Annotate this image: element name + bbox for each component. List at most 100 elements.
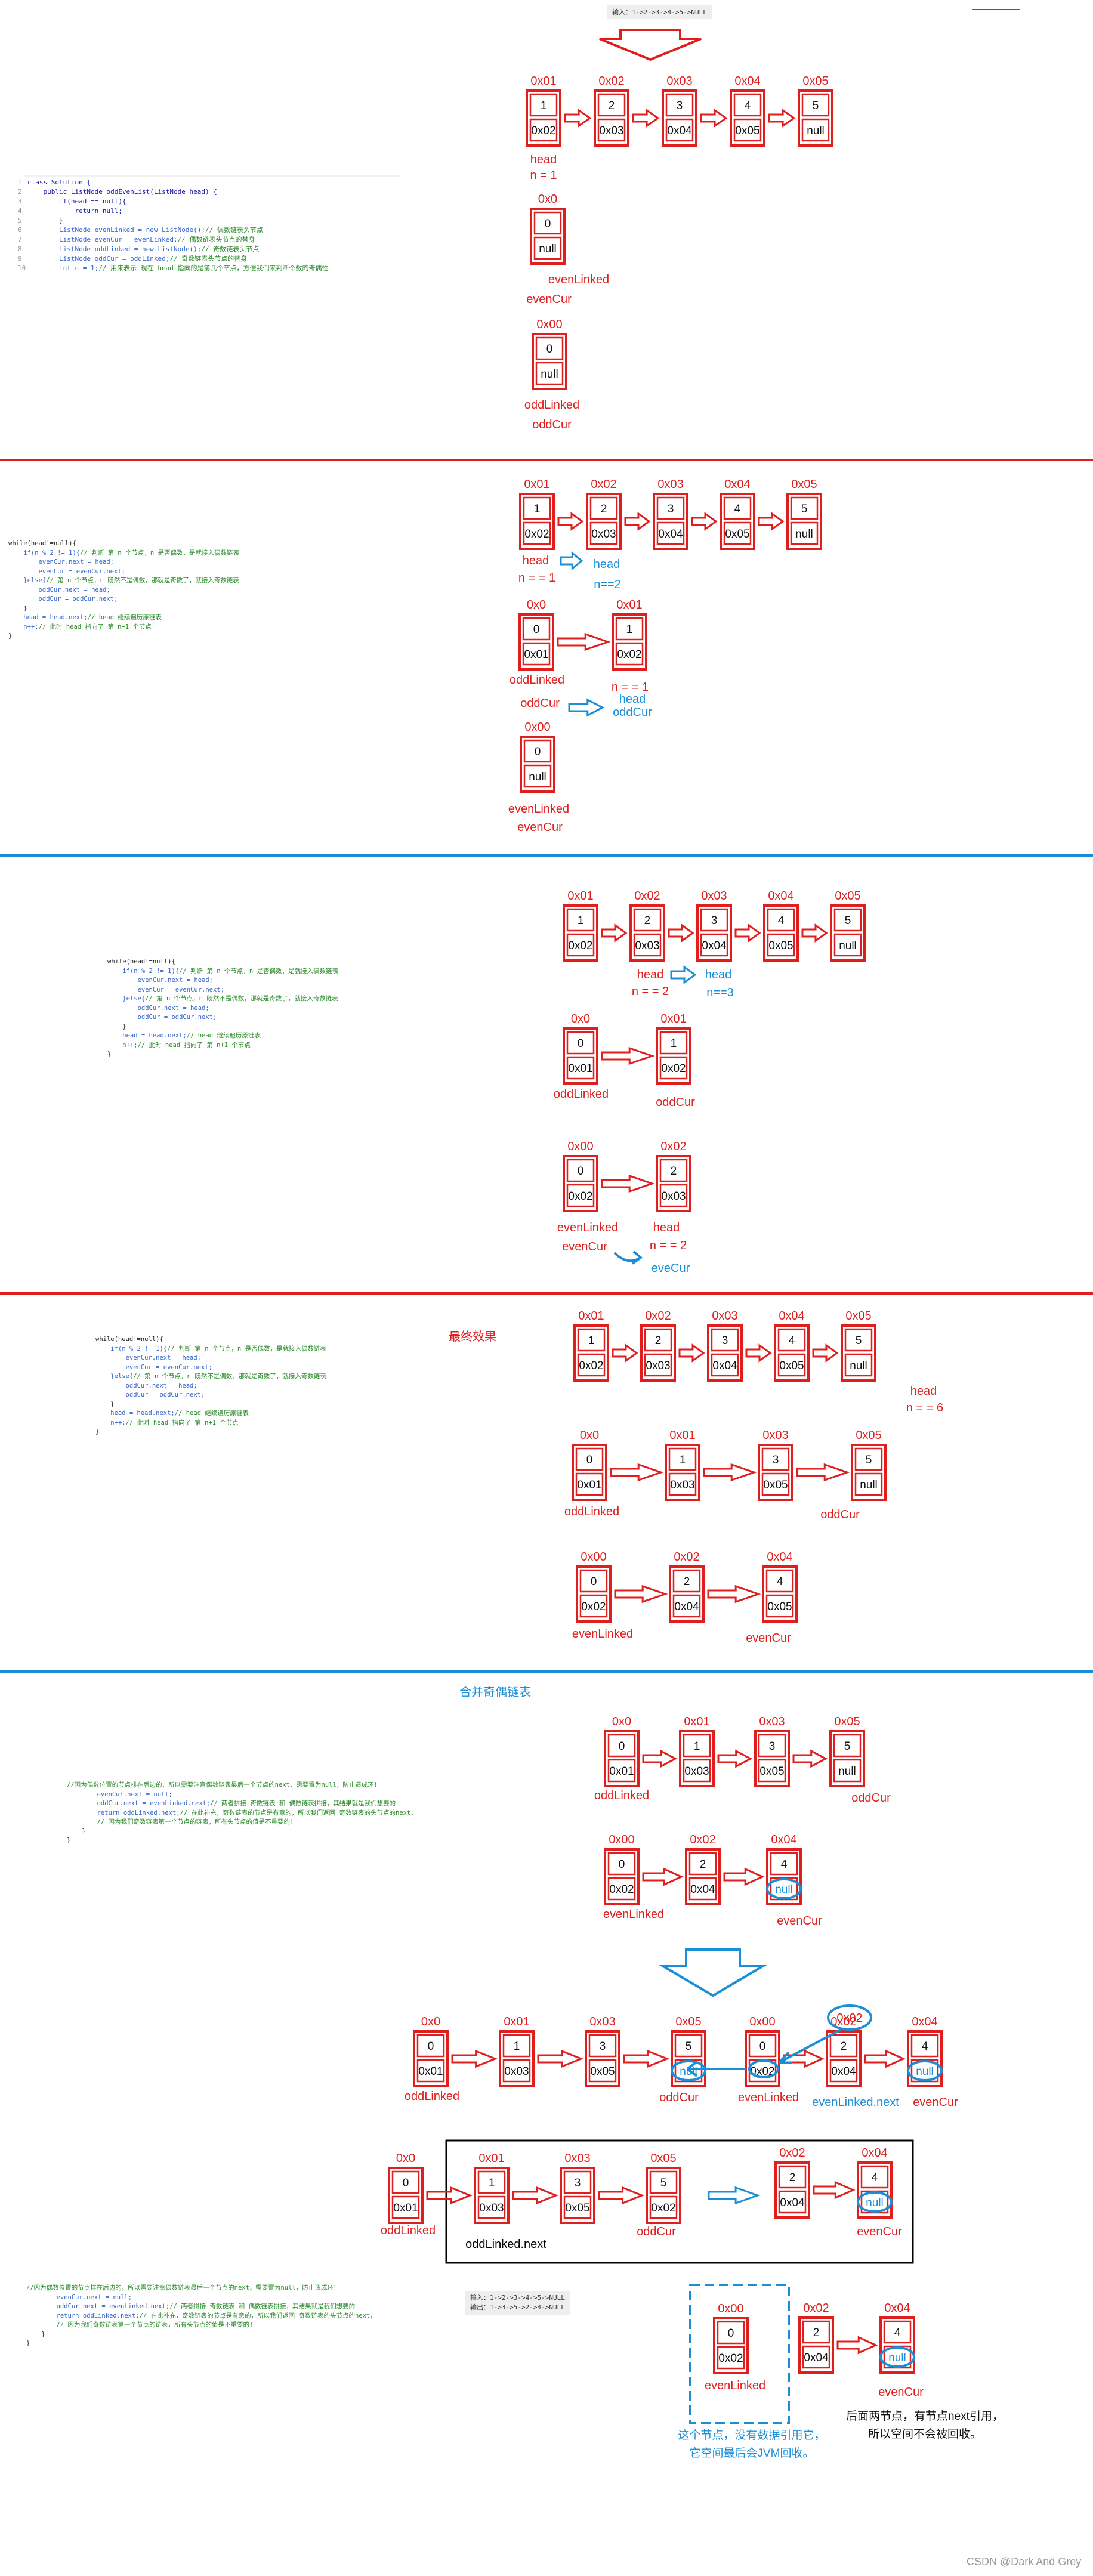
node-value: 4	[789, 1335, 795, 1347]
node-value: 3	[711, 915, 718, 927]
node-address: 0x04	[779, 1309, 804, 1323]
evenCur-label: evenCur	[562, 1240, 607, 1253]
code-line: 7 ListNode evenCur = evenLinked;// 偶数链表头…	[18, 236, 255, 243]
node-value-cell	[723, 496, 752, 520]
node-box	[665, 1444, 700, 1501]
node-value-cell	[607, 1734, 636, 1758]
next-arrow	[612, 1343, 638, 1363]
oddCur-move-arrow	[568, 698, 605, 717]
node-next-cell	[801, 118, 830, 142]
node-box	[679, 1730, 715, 1787]
node-next: 0x05	[735, 125, 759, 137]
oddCur-label: oddCur	[659, 2091, 699, 2104]
evenCur-label: evenCur	[746, 1632, 791, 1645]
node-address: 0x01	[616, 598, 642, 611]
n-label: n = 1	[530, 169, 557, 182]
node-value-cell	[566, 908, 595, 932]
node-value-cell	[533, 211, 562, 235]
code-merge-2: //因为偶数位置的节点排在后边的，所以需要注意偶数链表最后一个节点的next，需…	[26, 2284, 376, 2349]
next-arrow	[691, 512, 718, 531]
bubble-ellipse	[827, 2004, 872, 2031]
node-next: 0x03	[670, 1479, 694, 1491]
evenLinked-label: evenLinked	[508, 802, 569, 816]
node-value: 0	[578, 1165, 584, 1178]
node-box	[879, 2316, 915, 2374]
node-value: 0	[619, 1740, 625, 1753]
node-box	[586, 493, 622, 550]
node-box	[696, 904, 732, 962]
node-next: null	[529, 771, 546, 783]
node-address: 0x02	[660, 1140, 686, 1153]
next-arrow	[813, 2180, 856, 2200]
node-value-cell	[860, 2165, 889, 2189]
node-next: 0x02	[579, 1360, 603, 1372]
oddLinked-label: oddLinked	[564, 1505, 619, 1518]
oddCur-label: oddCur	[520, 697, 560, 710]
node-value: 2	[789, 2172, 796, 2184]
head-new-label: head	[594, 558, 620, 571]
node-next: 0x01	[568, 1062, 592, 1075]
node-value-cell	[833, 1734, 862, 1758]
next-arrow	[717, 1749, 753, 1768]
next-arrow	[703, 1463, 757, 1482]
node-next-cell	[833, 933, 862, 957]
code-line: oddCur.next = evenLinked.next;// 两者拼接 奇数…	[26, 2303, 356, 2310]
node-value-cell	[523, 496, 551, 520]
node-address: 0x03	[657, 478, 683, 491]
code-while-loop-3: while(head!=null){ if(n % 2 != 1){// 判断 …	[95, 1335, 326, 1437]
node-box	[474, 2167, 510, 2224]
node-box	[830, 904, 866, 962]
node-box	[656, 1155, 691, 1212]
node-next: null	[860, 1479, 878, 1491]
node-next-cell	[717, 2346, 745, 2370]
node-value: 0	[533, 623, 540, 636]
node-value-cell	[416, 2034, 445, 2058]
evenLinked-label: evenLinked	[548, 273, 609, 286]
node-box	[763, 904, 799, 962]
node-box	[851, 1444, 887, 1501]
tail-note-line: 所以空间不会被回收。	[867, 2428, 981, 2441]
node-value-cell	[502, 2034, 531, 2058]
evenLinked-label: evenLinked	[557, 1221, 618, 1234]
bubble-text: 0x02	[836, 2012, 862, 2025]
next-arrow	[745, 1343, 772, 1363]
node-value: 4	[734, 503, 741, 515]
node-address: 0x00	[524, 721, 550, 734]
node-value-cell	[829, 2034, 858, 2058]
node-next-cell	[523, 764, 552, 788]
node-value: 1	[671, 1037, 677, 1050]
node-value-cell	[733, 93, 762, 117]
next-arrow	[836, 2336, 878, 2355]
next-arrow	[668, 923, 694, 943]
node-next-cell	[790, 521, 819, 545]
oddCur-label: oddCur	[637, 2225, 676, 2238]
link-arrow-line	[781, 2028, 842, 2062]
next-arrow	[632, 109, 660, 128]
node-next-cell	[566, 933, 595, 957]
node-value-cell	[659, 1031, 688, 1055]
node-value-cell	[672, 1569, 701, 1593]
code-line: evenCur = evenCur.next;	[95, 1363, 212, 1371]
next-arrow	[624, 512, 651, 531]
watermark: CSDN @Dark And Grey	[967, 2556, 1082, 2568]
n-label: n = = 6	[906, 1401, 943, 1414]
node-next-cell	[761, 1472, 790, 1496]
orphan-frame	[689, 2284, 790, 2424]
node-next-cell	[659, 1056, 688, 1080]
code-line: evenCur.next = null;	[26, 2293, 132, 2301]
oddLinked-label: oddLinked	[405, 2090, 459, 2103]
node-value-cell	[529, 93, 558, 117]
node-value: 5	[844, 1740, 851, 1753]
next-arrow	[601, 1046, 655, 1065]
node-value-cell	[748, 2034, 777, 2058]
next-arrow	[792, 1749, 828, 1768]
node-value-cell	[577, 1328, 606, 1352]
node-box	[829, 1730, 865, 1787]
node-value-cell	[790, 496, 819, 520]
node-value: 0	[546, 343, 553, 356]
node-value: 3	[769, 1740, 776, 1753]
merge-down-arrow	[657, 1948, 768, 1997]
node-value-cell	[644, 1328, 672, 1352]
down-arrow	[599, 29, 702, 61]
